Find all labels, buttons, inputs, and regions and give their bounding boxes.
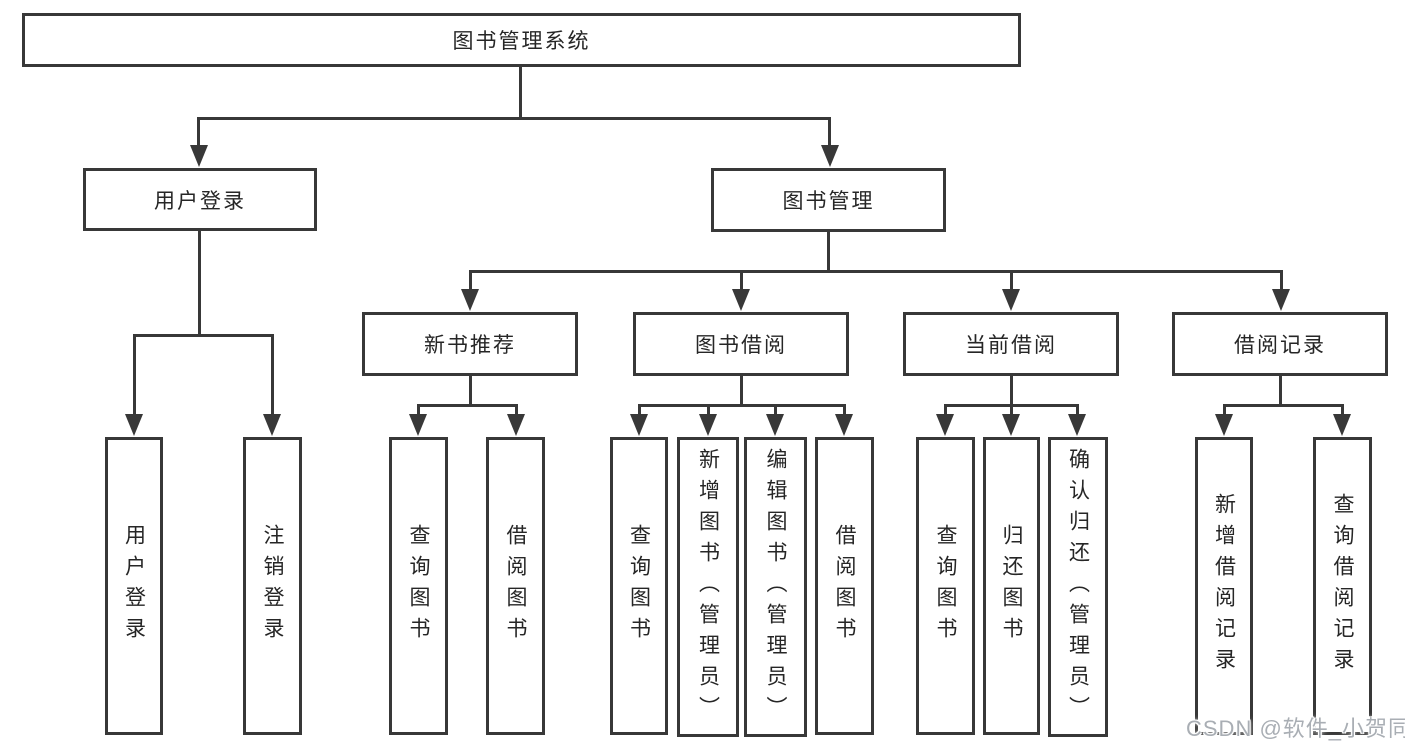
arrowhead-to-book-borrow — [732, 289, 750, 311]
leaf-logout: 注销登录 — [243, 437, 302, 735]
leaf-borrow-query-label: 查询图书 — [627, 524, 651, 648]
leaf-borrow-edit-book-label: 编辑图书（管理员） — [764, 447, 787, 727]
node-current-borrow: 当前借阅 — [903, 312, 1119, 376]
node-book-borrow-label: 图书借阅 — [695, 334, 787, 357]
leaf-borrow-add-book: 新增图书（管理员） — [677, 437, 739, 737]
edge-current-borrow-shaft-1 — [944, 404, 947, 416]
node-user-login-label: 用户登录 — [154, 189, 246, 213]
arrowhead-current-borrow-1 — [936, 414, 954, 436]
leaf-records-add: 新增借阅记录 — [1195, 437, 1253, 735]
edge-to-book-mgmt-shaft — [828, 117, 831, 147]
edge-book-borrow-shaft-1 — [638, 404, 641, 416]
edge-to-leaf-login-shaft — [133, 334, 136, 416]
node-borrow-records: 借阅记录 — [1172, 312, 1388, 376]
edge-book-borrow-shaft-2 — [707, 404, 710, 416]
arrowhead-current-borrow-3 — [1068, 414, 1086, 436]
edge-borrow-records-spread — [1223, 404, 1344, 407]
edge-to-borrow-records-shaft — [1280, 270, 1283, 291]
leaf-user-login-label: 用户登录 — [122, 524, 146, 648]
node-book-borrow: 图书借阅 — [633, 312, 849, 376]
arrowhead-book-borrow-1 — [630, 414, 648, 436]
edge-borrow-records-shaft-1 — [1223, 404, 1226, 416]
edge-borrow-records-shaft-2 — [1341, 404, 1344, 416]
edge-new-books-shaft-1 — [417, 404, 420, 416]
arrowhead-new-books-1 — [409, 414, 427, 436]
node-book-mgmt: 图书管理 — [711, 168, 946, 232]
leaf-records-query-label: 查询借阅记录 — [1331, 493, 1354, 679]
edge-current-borrow-shaft-2 — [1010, 404, 1013, 416]
arrowhead-to-user-login — [190, 145, 208, 167]
leaf-current-query-label: 查询图书 — [934, 524, 957, 648]
arrowhead-current-borrow-2 — [1002, 414, 1020, 436]
edge-borrow-records-stub — [1279, 375, 1282, 407]
leaf-new-books-borrow-label: 借阅图书 — [504, 524, 527, 648]
edge-to-book-borrow-shaft — [740, 270, 743, 291]
leaf-borrow-query: 查询图书 — [610, 437, 668, 735]
edge-book-borrow-spread — [638, 404, 846, 407]
arrowhead-book-borrow-2 — [699, 414, 717, 436]
edge-current-borrow-shaft-3 — [1076, 404, 1079, 416]
leaf-records-add-label: 新增借阅记录 — [1212, 493, 1236, 679]
arrowhead-to-current-borrow — [1002, 289, 1020, 311]
edge-current-borrow-stub — [1010, 375, 1013, 407]
csdn-watermark: CSDN @软件_小贺同学 — [1186, 716, 1405, 741]
node-current-borrow-label: 当前借阅 — [965, 334, 1057, 357]
edge-new-books-stub — [469, 375, 472, 407]
leaf-borrow-add-book-label: 新增图书（管理员） — [696, 447, 720, 727]
edge-to-current-borrow-shaft — [1010, 270, 1013, 291]
node-borrow-records-label: 借阅记录 — [1234, 334, 1326, 357]
edge-book-mgmt-stub — [827, 230, 830, 273]
edge-book-borrow-shaft-3 — [774, 404, 777, 416]
edge-new-books-shaft-2 — [515, 404, 518, 416]
leaf-borrow-borrow-book: 借阅图书 — [815, 437, 874, 735]
arrowhead-to-borrow-records — [1272, 289, 1290, 311]
arrowhead-to-leaf-logout — [263, 414, 281, 436]
leaf-current-confirm-return: 确认归还（管理员） — [1048, 437, 1108, 737]
leaf-logout-label: 注销登录 — [261, 524, 284, 648]
edge-user-login-spread — [133, 334, 274, 337]
leaf-new-books-query-label: 查询图书 — [407, 524, 430, 648]
arrowhead-new-books-2 — [507, 414, 525, 436]
arrowhead-book-borrow-4 — [835, 414, 853, 436]
edge-new-books-spread — [418, 404, 518, 407]
arrowhead-book-borrow-3 — [766, 414, 784, 436]
node-root-label: 图书管理系统 — [452, 30, 591, 53]
edge-root-trunk — [519, 64, 522, 120]
arrowhead-borrow-records-1 — [1215, 414, 1233, 436]
leaf-borrow-borrow-book-label: 借阅图书 — [833, 524, 856, 648]
node-new-books-label: 新书推荐 — [424, 334, 516, 357]
leaf-current-query: 查询图书 — [916, 437, 975, 735]
leaf-current-return-label: 归还图书 — [1000, 524, 1023, 648]
leaf-current-confirm-return-label: 确认归还（管理员） — [1066, 447, 1090, 727]
leaf-new-books-borrow: 借阅图书 — [486, 437, 545, 735]
leaf-user-login: 用户登录 — [105, 437, 163, 735]
node-book-mgmt-label: 图书管理 — [782, 190, 875, 213]
edge-book-borrow-stub — [740, 375, 743, 407]
node-new-books: 新书推荐 — [362, 312, 578, 376]
leaf-records-query: 查询借阅记录 — [1313, 437, 1372, 735]
arrowhead-to-new-books — [461, 289, 479, 311]
edge-level2-spread — [197, 117, 831, 120]
edge-user-login-stub — [198, 229, 201, 337]
node-user-login: 用户登录 — [83, 168, 317, 231]
arrowhead-to-leaf-login — [125, 414, 143, 436]
arrowhead-to-book-mgmt — [821, 145, 839, 167]
edge-book-borrow-shaft-4 — [843, 404, 846, 416]
edge-level3-spread — [469, 270, 1282, 273]
leaf-current-return: 归还图书 — [983, 437, 1040, 735]
edge-to-new-books-shaft — [469, 270, 472, 291]
edge-to-leaf-logout-shaft — [271, 334, 274, 416]
edge-to-user-login-shaft — [197, 117, 200, 147]
arrowhead-borrow-records-2 — [1333, 414, 1351, 436]
node-root: 图书管理系统 — [22, 13, 1021, 67]
leaf-borrow-edit-book: 编辑图书（管理员） — [744, 437, 807, 737]
leaf-new-books-query: 查询图书 — [389, 437, 448, 735]
